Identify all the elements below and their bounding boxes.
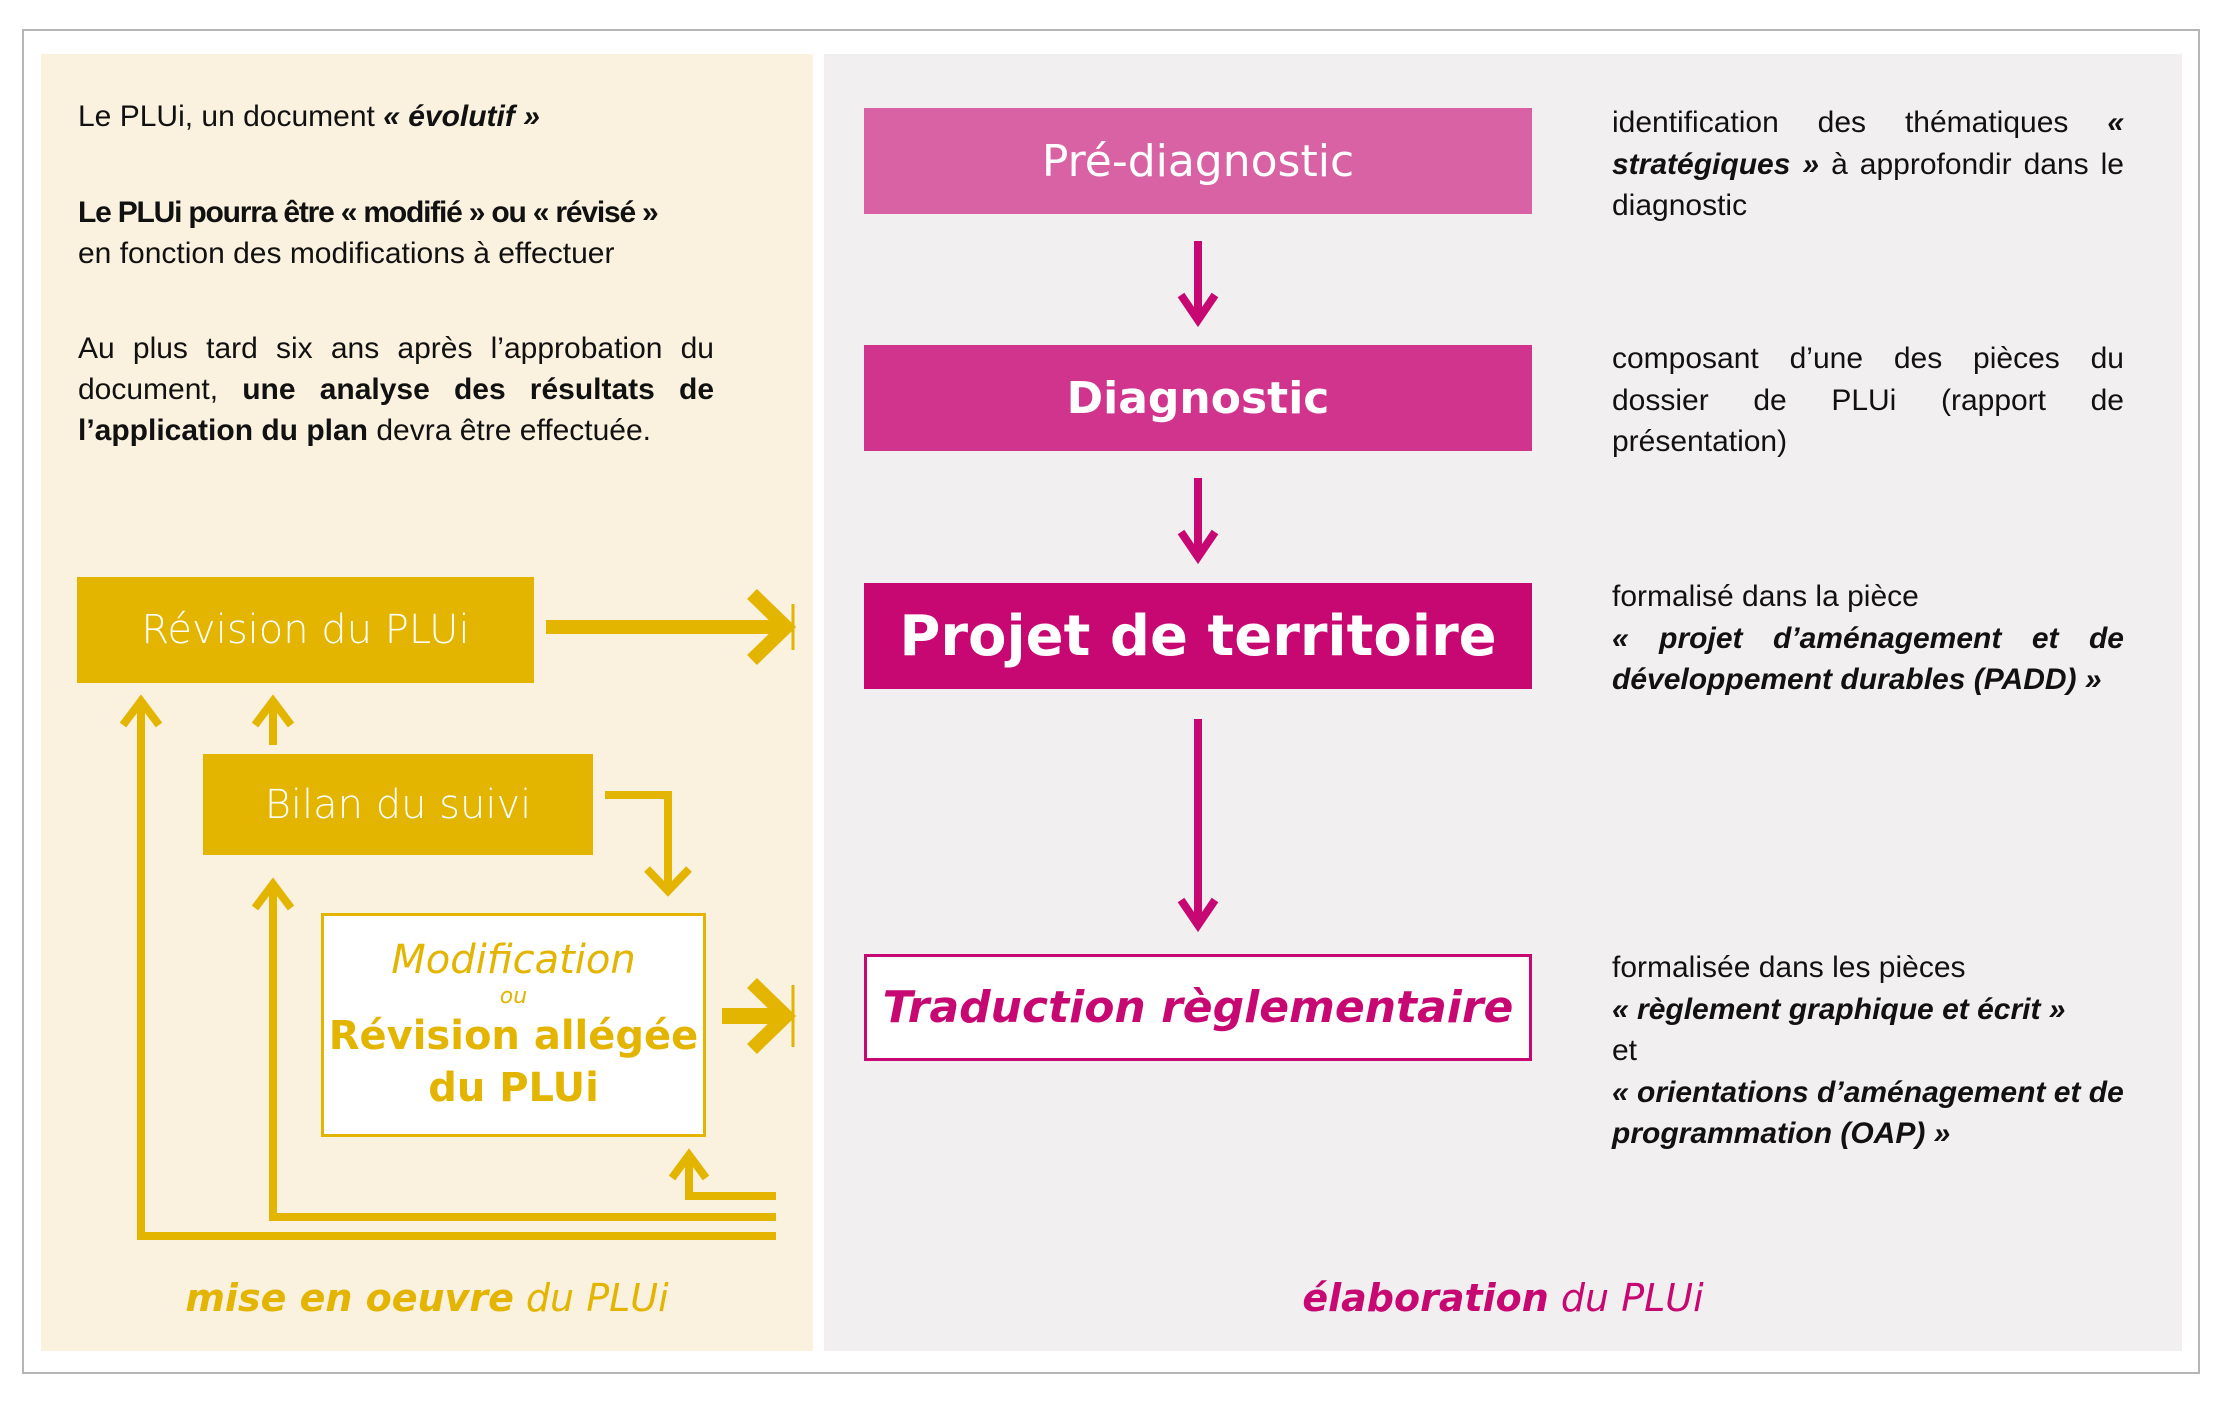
desc-emphasis: « stratégiques »: [1612, 106, 2124, 181]
revision-allegee-label: Révision allégée: [328, 1013, 699, 1059]
step-traduction-reglementaire: Traduction règlementaire: [864, 954, 1532, 1061]
intro-prefix: Le PLUi, un document: [78, 100, 384, 133]
analysis-text: Au plus tard six ans après l’approbation…: [78, 328, 714, 451]
step-pre-diagnostic: Pré-diagnostic: [864, 108, 1532, 214]
footer-strong: mise en oeuvre: [185, 1276, 514, 1320]
implementation-footer: mise en oeuvre du PLUi: [185, 1276, 668, 1320]
elaboration-panel: [824, 54, 2182, 1351]
elaboration-footer: élaboration du PLUi: [1302, 1276, 1703, 1320]
revision-allegee-label-2: du PLUi: [428, 1065, 599, 1111]
step-label: Traduction règlementaire: [882, 982, 1514, 1033]
desc-text: composant d’une des pièces du dossier de…: [1612, 342, 2124, 458]
analysis-bold: une analyse des résultats de l’applicati…: [78, 373, 714, 447]
step-projet-territoire: Projet de territoire: [864, 583, 1532, 689]
footer-strong: élaboration: [1302, 1276, 1549, 1320]
desc-emphasis: « règlement graphique et écrit »: [1612, 992, 2066, 1026]
step-label: Projet de territoire: [899, 603, 1497, 669]
step-label: Diagnostic: [1066, 372, 1330, 424]
modification-label: Modification: [391, 937, 636, 983]
desc-emphasis: « projet d’aménagement et de développeme…: [1612, 621, 2124, 697]
modification-box: Modification ou Révision allégée du PLUi: [321, 913, 706, 1137]
desc-text: à approfondir dans le diagnostic: [1612, 147, 2124, 223]
modification-text: Le PLUi pourra être « modifié » ou « rév…: [78, 192, 714, 274]
analysis-suffix: devra être effectuée.: [368, 414, 651, 447]
description-pre-diagnostic: identification des thématiques « stratég…: [1612, 102, 2124, 227]
revision-box: Révision du PLUi: [77, 577, 534, 683]
footer-light: du PLUi: [1548, 1276, 1704, 1320]
revision-label: Révision du PLUi: [141, 607, 470, 653]
ou-label: ou: [499, 984, 528, 1009]
desc-text: identification des thématiques: [1612, 106, 2108, 139]
desc-emphasis: « orientations d’aménagement et de progr…: [1612, 1075, 2124, 1151]
modification-bold: Le PLUi pourra être « modifié » ou « rév…: [78, 196, 659, 229]
step-diagnostic: Diagnostic: [864, 345, 1532, 451]
description-projet: formalisé dans la pièce « projet d’aména…: [1612, 576, 2124, 701]
desc-text: formalisé dans la pièce: [1612, 580, 1919, 613]
description-diagnostic: composant d’une des pièces du dossier de…: [1612, 338, 2124, 463]
analysis-prefix: Au plus tard six ans après l’approbation…: [78, 332, 714, 406]
modification-rest: en fonction des modifications à effectue…: [78, 237, 615, 270]
bilan-box: Bilan du suivi: [203, 754, 593, 855]
description-traduction: formalisée dans les pièces « règlement g…: [1612, 947, 2124, 1155]
footer-light: du PLUi: [513, 1276, 669, 1320]
desc-text: formalisée dans les pièces: [1612, 951, 1966, 984]
intro-text: Le PLUi, un document « évolutif »: [78, 96, 714, 137]
intro-emphasis: « évolutif »: [383, 100, 540, 133]
bilan-label: Bilan du suivi: [264, 781, 532, 828]
step-label: Pré-diagnostic: [1041, 135, 1355, 187]
desc-text: et: [1612, 1034, 1638, 1067]
